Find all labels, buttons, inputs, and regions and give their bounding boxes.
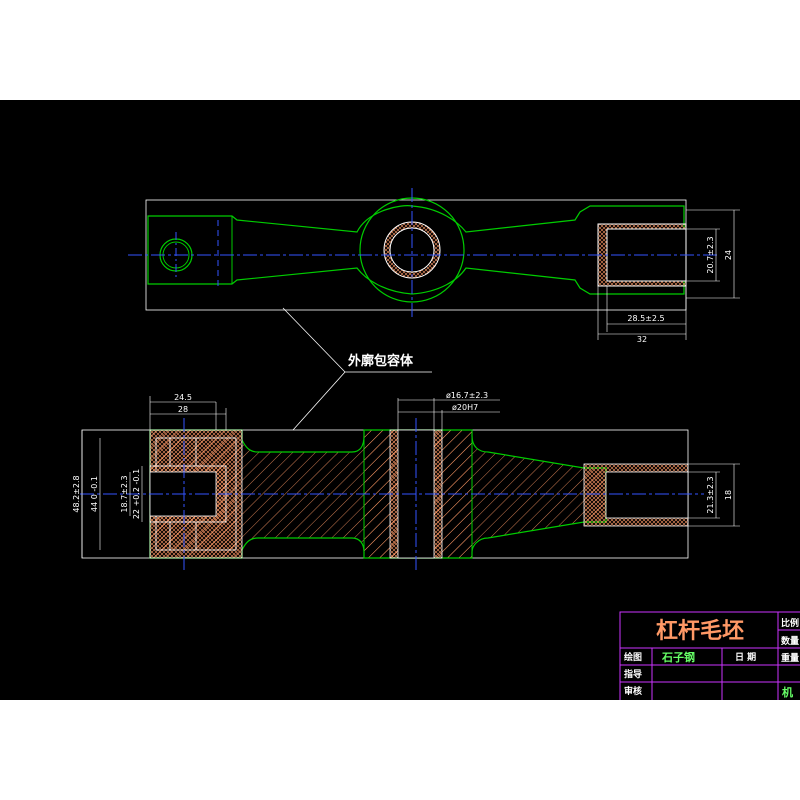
- top-view: 20.7±2.3 24 28.5±2.5 32: [128, 188, 740, 344]
- dim-front-28: 28: [178, 405, 188, 414]
- dim-top-28-5: 28.5±2.5: [627, 314, 664, 323]
- front-right-slot: [605, 471, 689, 519]
- dim-front-22: 22 +0.2 -0.1: [132, 469, 141, 519]
- date-label: 日 期: [735, 651, 756, 663]
- scale-label: 比例: [781, 617, 799, 629]
- dim-front-44: 44 0 -0.1: [90, 476, 99, 512]
- cad-drawing-canvas: 20.7±2.3 24 28.5±2.5 32 外廓包容体: [0, 100, 800, 703]
- title-block-title: 杠杆毛坯: [656, 618, 744, 644]
- drawn-label: 绘图: [624, 651, 642, 663]
- cad-drawing-svg: 20.7±2.3 24 28.5±2.5 32 外廓包容体: [72, 188, 800, 703]
- guide-label: 指导: [624, 668, 642, 680]
- dim-top-20-7: 20.7±2.3: [706, 236, 715, 273]
- org-partial: 机: [782, 685, 793, 699]
- dim-top-24: 24: [724, 250, 733, 260]
- dim-front-18: 18: [724, 490, 733, 500]
- callout-label: 外廓包容体: [347, 353, 414, 369]
- top-part-outline: [147, 205, 685, 295]
- dim-front-24-5: 24.5: [174, 393, 192, 402]
- dim-front-bore-20h7: ø20H7: [452, 403, 478, 412]
- dim-top-32: 32: [637, 335, 647, 344]
- dim-front-48-2: 48.2±2.8: [72, 475, 81, 512]
- qty-label: 数量: [781, 635, 799, 647]
- weight-label: 重量: [781, 652, 799, 664]
- dim-front-18-7: 18.7±2.3: [120, 475, 129, 512]
- dim-front-21-3: 21.3±2.3: [706, 476, 715, 513]
- title-block: 杠杆毛坯 比例 数量 重量 绘图 石子钢 日 期 指导 审核 机: [619, 611, 800, 703]
- callout-group: 外廓包容体: [282, 307, 432, 431]
- review-label: 审核: [624, 685, 642, 697]
- dim-front-bore-16-7: ø16.7±2.3: [446, 391, 488, 400]
- front-view: 24.5 28 ø16.7±2.3 ø20H7 48.2±2.8 44 0 -0…: [72, 391, 740, 572]
- drawn-by-name: 石子钢: [661, 650, 695, 664]
